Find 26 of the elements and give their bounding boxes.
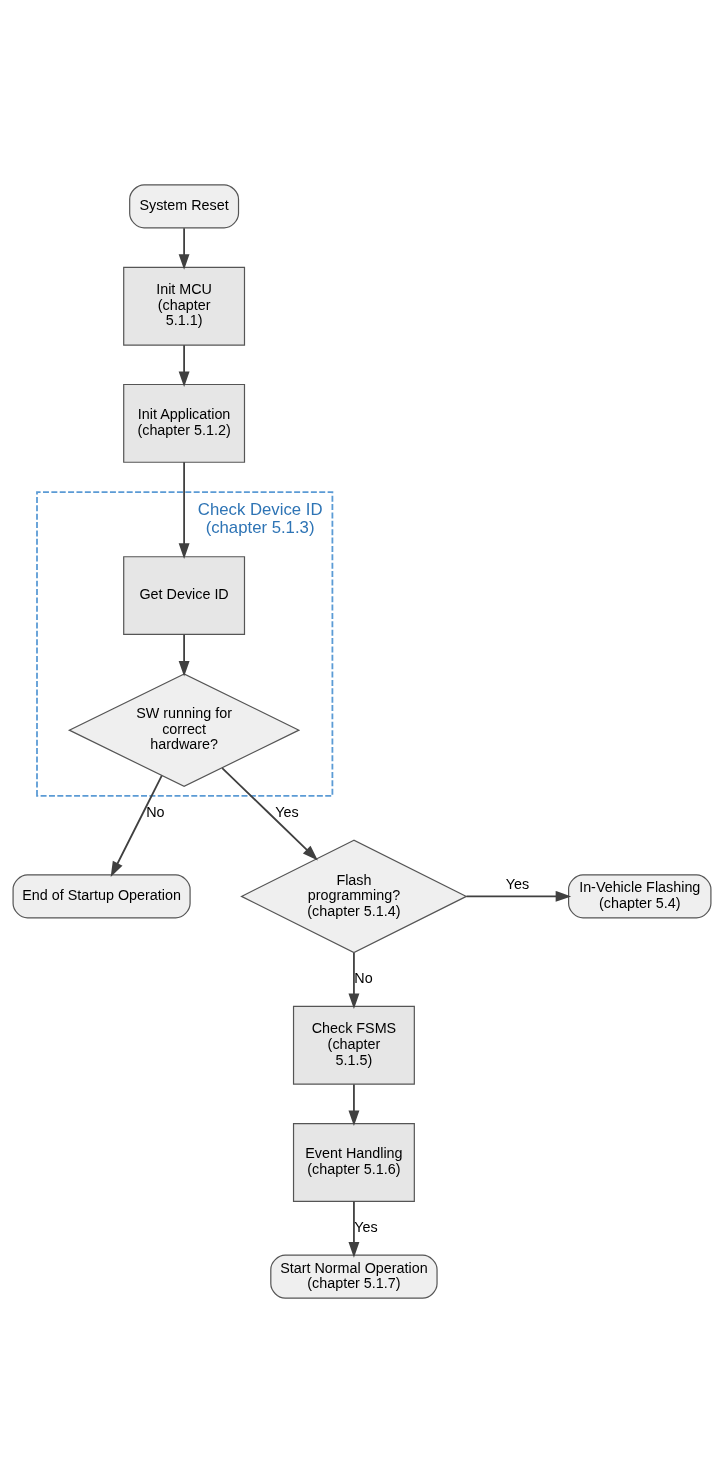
- edge-label: No: [146, 803, 165, 820]
- node-box: Check FSMS (chapter 5.1.5): [292, 1005, 415, 1085]
- edge-label: Yes: [275, 803, 299, 820]
- arrow: [178, 226, 190, 270]
- arrow: [348, 951, 360, 1009]
- edge-label: Yes: [354, 1218, 378, 1235]
- node-box: End of Startup Operation: [12, 873, 191, 918]
- node-box: In-Vehicle Flashing (chapter 5.4): [568, 873, 712, 918]
- node-box: Get Device ID: [123, 555, 246, 635]
- node-box: Init MCU (chapter 5.1.1): [123, 266, 246, 346]
- node-box: Init Application (chapter 5.1.2): [123, 383, 246, 463]
- arrow: [110, 774, 163, 877]
- edge-label: Yes: [505, 875, 530, 892]
- node-box: Start Normal Operation (chapter 5.1.7): [270, 1254, 438, 1299]
- node-box: Event Handling (chapter 5.1.6): [292, 1122, 415, 1202]
- node-diamond: SW running for correct hardware?: [67, 672, 301, 787]
- arrow: [348, 1200, 360, 1258]
- arrow: [178, 633, 190, 677]
- edge-label: No: [354, 969, 373, 986]
- arrow: [221, 766, 318, 860]
- arrow: [178, 343, 190, 387]
- arrow: [348, 1083, 360, 1126]
- node-box: System Reset: [129, 183, 240, 228]
- arrow: [465, 890, 572, 902]
- arrow: [178, 460, 190, 559]
- node-diamond: Flash programming? (chapter 5.1.4): [240, 839, 468, 953]
